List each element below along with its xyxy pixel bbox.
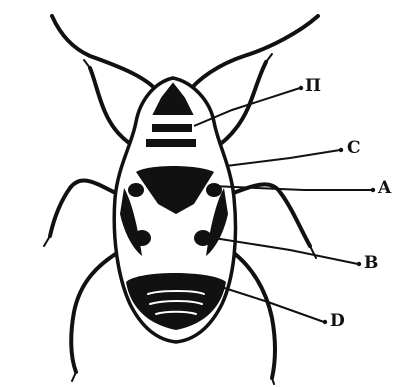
left-hind-leg (71, 250, 122, 372)
label-c: C (347, 140, 361, 157)
right-middle-leg (228, 184, 310, 246)
left-lower-spot (133, 230, 151, 246)
label-pi: П (305, 78, 321, 95)
dot-c (339, 148, 343, 152)
pointer-a-line (212, 186, 372, 190)
pointer-d-line (212, 284, 324, 322)
right-front-leg (212, 62, 266, 150)
dot-d (323, 320, 327, 324)
pronotum-band-top (152, 124, 192, 132)
left-upper-spot (128, 183, 144, 197)
left-middle-leg (50, 180, 120, 236)
dot-b (357, 262, 361, 266)
label-d: D (330, 313, 345, 330)
dot-a (371, 188, 375, 192)
right-antenna (186, 16, 318, 95)
pronotum-band-bottom (146, 139, 196, 147)
dot-pi (299, 86, 303, 90)
left-antenna (52, 16, 160, 95)
label-b: B (364, 255, 378, 272)
right-hind-leg (230, 250, 275, 378)
label-a: A (378, 180, 391, 197)
right-lower-spot (194, 230, 212, 246)
pointer-c-line (226, 150, 340, 166)
